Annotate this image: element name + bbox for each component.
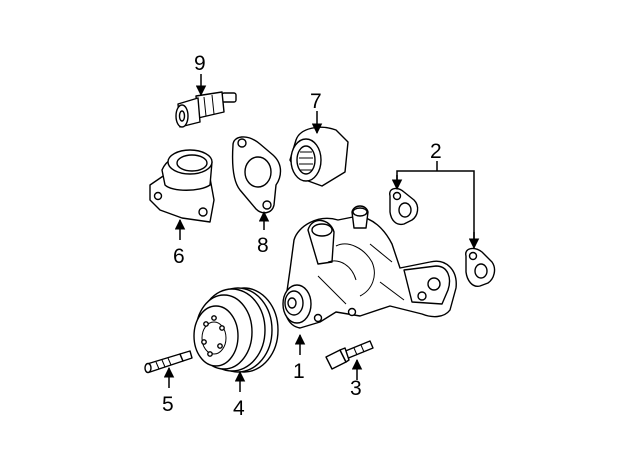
callout-7: 7 — [310, 90, 322, 113]
part-2-gasket-lower[interactable] — [465, 247, 496, 287]
callout-4: 4 — [233, 397, 245, 420]
part-1-water-pump[interactable] — [282, 205, 457, 329]
part-8-gasket[interactable] — [231, 136, 282, 214]
part-6-water-outlet[interactable] — [149, 149, 215, 223]
part-7-thermostat[interactable] — [289, 126, 349, 187]
part-5-stud[interactable] — [144, 350, 193, 374]
callout-1: 1 — [293, 360, 305, 383]
part-2-gasket-upper[interactable] — [389, 187, 419, 226]
callout-3: 3 — [350, 377, 362, 400]
part-9-sensor[interactable] — [175, 91, 237, 128]
callout-2: 2 — [430, 140, 442, 163]
part-4-pulley[interactable] — [193, 287, 279, 373]
callout-9: 9 — [194, 52, 206, 75]
callout-8: 8 — [257, 234, 269, 257]
callout-6: 6 — [173, 245, 185, 268]
callout-5: 5 — [162, 393, 174, 416]
part-3-bolt[interactable] — [325, 340, 374, 370]
